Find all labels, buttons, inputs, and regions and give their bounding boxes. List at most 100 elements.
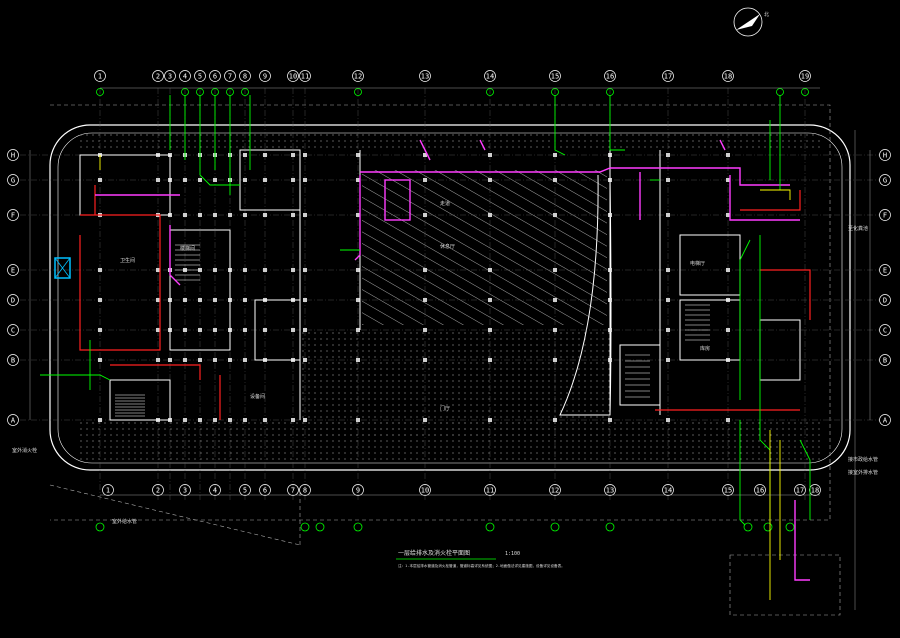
grid-bubble-icon: 12 xyxy=(352,70,364,82)
column-icon xyxy=(423,358,427,362)
column-icon xyxy=(488,358,492,362)
room-label: 卫生间 xyxy=(120,257,135,264)
grid-bubble-icon: 15 xyxy=(549,70,561,82)
grid-bubble-label: G xyxy=(11,177,15,185)
atrium-hatch xyxy=(362,170,607,325)
grid-bubble-icon: 6 xyxy=(259,484,271,496)
grid-bubble-icon: F xyxy=(7,209,19,221)
grid-bubble-label: 6 xyxy=(263,487,267,495)
grid-bubble-label: 13 xyxy=(421,73,429,81)
grid-bubble-label: 3 xyxy=(183,487,187,495)
column-icon xyxy=(356,298,360,302)
grid-bubble-icon: A xyxy=(7,414,19,426)
grid-bubble-label: 14 xyxy=(486,73,494,81)
grid-bubble-label: 18 xyxy=(811,487,819,495)
column-icon xyxy=(423,298,427,302)
grid-bubble-icon: C xyxy=(7,324,19,336)
grid-bubble-icon: 5 xyxy=(194,70,206,82)
grid-bubble-icon: 13 xyxy=(419,70,431,82)
left-bottom-label: 室外消火栓 xyxy=(12,447,37,454)
grid-bubble-icon: 11 xyxy=(299,70,311,82)
column-icon xyxy=(198,418,202,422)
grid-bubble-label: 12 xyxy=(354,73,362,81)
column-icon xyxy=(243,418,247,422)
grid-bubble-label: D xyxy=(883,297,887,305)
grid-bubble-icon: A xyxy=(879,414,891,426)
grid-bubble-label: A xyxy=(883,417,888,425)
column-icon xyxy=(488,153,492,157)
column-icon xyxy=(263,153,267,157)
column-icon xyxy=(183,358,187,362)
pipe-tag-icon xyxy=(605,522,615,532)
grid-bubble-label: 8 xyxy=(243,73,247,81)
column-icon xyxy=(213,418,217,422)
grid-bubble-label: 5 xyxy=(198,73,202,81)
grid-bubble-icon: 7 xyxy=(287,484,299,496)
column-icon xyxy=(291,268,295,272)
grid-bubble-label: 2 xyxy=(156,487,160,495)
grid-bubble-label: 13 xyxy=(606,487,614,495)
grid-bubble-icon: C xyxy=(879,324,891,336)
column-icon xyxy=(213,298,217,302)
grid-bubble-icon: 3 xyxy=(164,70,176,82)
grid-bubble-label: 1 xyxy=(106,487,110,495)
grid-bubble-icon: 9 xyxy=(259,70,271,82)
pipe-tag-icon xyxy=(353,522,363,532)
column-icon xyxy=(98,178,102,182)
dimension-lines xyxy=(29,87,871,610)
left-lower-label: 室外给水管 xyxy=(112,518,137,525)
grid-bubble-label: C xyxy=(883,327,887,335)
column-icon xyxy=(213,358,217,362)
grid-bubble-label: F xyxy=(883,212,887,220)
column-icon xyxy=(263,328,267,332)
column-icon xyxy=(243,298,247,302)
room-label: 设备间 xyxy=(250,393,265,400)
column-icon xyxy=(726,328,730,332)
grid-bubble-icon: 2 xyxy=(152,70,164,82)
column-icon xyxy=(156,268,160,272)
fire-pipes xyxy=(95,139,810,581)
column-icon xyxy=(488,328,492,332)
pipe-tag-icon xyxy=(354,88,362,96)
grid-bubble-icon: 6 xyxy=(209,70,221,82)
column-icon xyxy=(263,268,267,272)
drawing-scale: 1:100 xyxy=(505,551,520,557)
column-icon xyxy=(303,178,307,182)
column-icon xyxy=(488,178,492,182)
grid-bubble-icon: 15 xyxy=(722,484,734,496)
column-icon xyxy=(666,213,670,217)
column-icon xyxy=(213,178,217,182)
column-icon xyxy=(98,328,102,332)
fire-hydrant-icon[interactable] xyxy=(54,257,71,279)
red-partitions xyxy=(79,185,811,420)
grid-bubble-icon: 19 xyxy=(799,70,811,82)
column-icon xyxy=(263,178,267,182)
column-icon xyxy=(156,358,160,362)
dotted-floor-southedge xyxy=(80,420,820,460)
column-icon xyxy=(98,358,102,362)
grid-bubble-label: H xyxy=(883,152,887,160)
column-icon xyxy=(291,328,295,332)
grid-bubble-label: 11 xyxy=(301,73,309,81)
north-label: 北 xyxy=(764,11,769,18)
grid-bubble-label: 6 xyxy=(213,73,217,81)
column-icon xyxy=(98,418,102,422)
grid-bubble-label: 17 xyxy=(796,487,804,495)
grid-bubble-icon: 1 xyxy=(94,70,106,82)
column-icon xyxy=(243,213,247,217)
room-label: 休息厅 xyxy=(440,243,455,250)
pipe-tag-icon xyxy=(485,522,495,532)
grid-bubble-icon: H xyxy=(7,149,19,161)
column-icon xyxy=(198,178,202,182)
column-icon xyxy=(183,328,187,332)
column-icon xyxy=(303,268,307,272)
column-icon xyxy=(666,418,670,422)
column-icon xyxy=(198,358,202,362)
column-icon xyxy=(666,358,670,362)
right-label-1: 接市政给水管 xyxy=(848,456,878,463)
column-icon xyxy=(198,328,202,332)
column-icon xyxy=(553,358,557,362)
column-icon xyxy=(243,178,247,182)
room-label: 库房 xyxy=(700,345,710,352)
